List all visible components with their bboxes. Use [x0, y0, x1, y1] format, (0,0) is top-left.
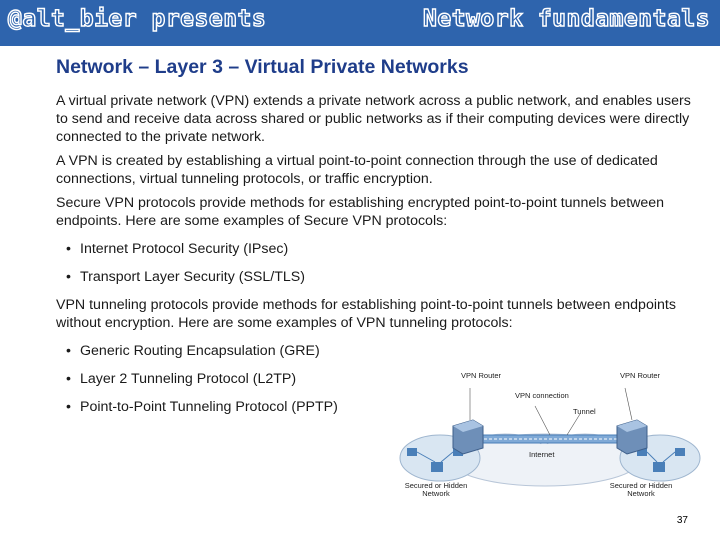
network-right-label: Secured or Hidden Network: [609, 482, 673, 498]
callout-line: [624, 387, 633, 421]
vpn-connection-label: VPN connection: [515, 392, 569, 400]
series-title: Network fundamentals: [422, 5, 710, 32]
list-item: • Generic Routing Encapsulation (GRE): [56, 342, 696, 360]
header-banner: @alt_bier presents Network fundamentals: [0, 0, 720, 46]
slide-body: A virtual private network (VPN) extends …: [56, 92, 696, 426]
bullet-symbol: •: [66, 241, 71, 257]
router-left-icon: [452, 419, 484, 455]
list-item-label: Generic Routing Encapsulation (GRE): [80, 343, 320, 359]
paragraph-vpn-definition: A virtual private network (VPN) extends …: [56, 93, 691, 145]
bullet-symbol: •: [66, 371, 71, 387]
internet-label: Internet: [529, 451, 555, 459]
bullet-symbol: •: [66, 269, 71, 285]
list-item: • Point-to-Point Tunneling Protocol (PPT…: [56, 398, 696, 416]
list-item: • Layer 2 Tunneling Protocol (L2TP): [56, 370, 696, 388]
router-right-icon: [616, 419, 648, 455]
list-item-label: Internet Protocol Security (IPsec): [80, 241, 289, 257]
bullet-symbol: •: [66, 343, 71, 359]
network-left-label: Secured or Hidden Network: [404, 482, 468, 498]
paragraph-vpn-creation: A VPN is created by establishing a virtu…: [56, 153, 658, 187]
page-number: 37: [676, 515, 688, 526]
list-item: • Internet Protocol Security (IPsec): [56, 240, 696, 258]
tunnel-label: Tunnel: [573, 408, 596, 416]
presenter-brand: @alt_bier presents: [7, 5, 267, 32]
callout-line: [566, 413, 581, 436]
paragraph-secure-protocols: Secure VPN protocols provide methods for…: [56, 195, 665, 229]
list-item-label: Transport Layer Security (SSL/TLS): [80, 269, 305, 285]
router-left-label: VPN Router: [461, 372, 502, 380]
list-item-label: Layer 2 Tunneling Protocol (L2TP): [80, 371, 297, 387]
vpn-diagram: VPN Router VPN Router VPN connection Tun…: [399, 372, 701, 498]
paragraph-tunneling-protocols: VPN tunneling protocols provide methods …: [56, 297, 676, 331]
callout-line: [534, 405, 551, 436]
slide-title: Network – Layer 3 – Virtual Private Netw…: [56, 56, 469, 78]
bullet-symbol: •: [66, 399, 71, 415]
list-item: • Transport Layer Security (SSL/TLS): [56, 268, 696, 286]
router-right-label: VPN Router: [620, 372, 661, 380]
list-item-label: Point-to-Point Tunneling Protocol (PPTP): [80, 399, 338, 415]
tunnel-icon: [474, 434, 626, 444]
